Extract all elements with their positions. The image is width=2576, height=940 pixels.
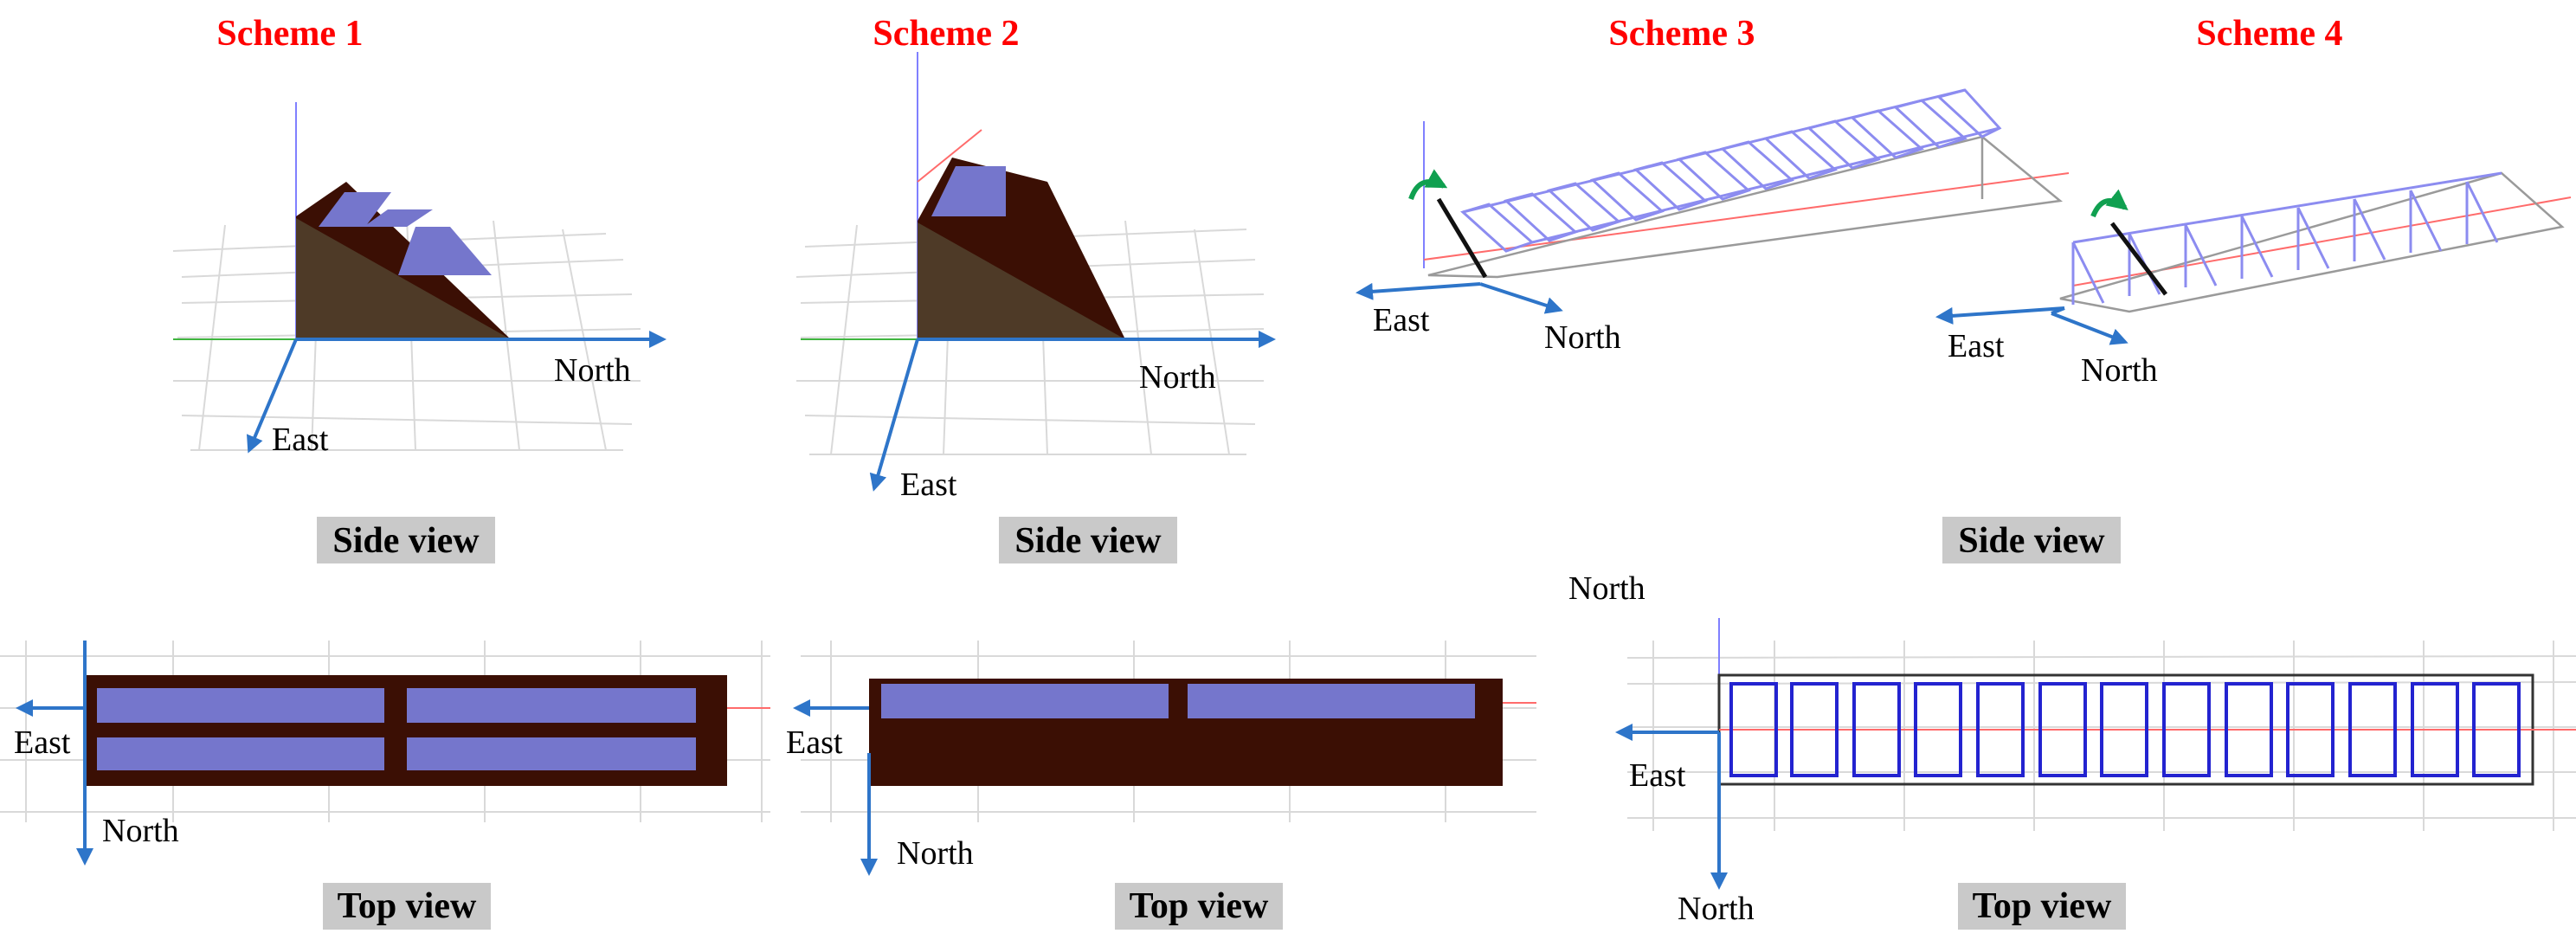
top-view-label-1-text: Top view [338, 886, 477, 926]
scheme-2-east-label: East [900, 467, 957, 503]
top-view-label-1-bg [323, 883, 491, 930]
scheme-1-panel-2 [364, 209, 433, 227]
scheme-3-side-view: East North [1356, 88, 2070, 356]
scheme-1-top-panel-3 [97, 737, 384, 770]
side-view-label-1: Side view [317, 517, 495, 563]
scheme-4-north-label: North [2081, 352, 2158, 389]
scheme-2-north-label: North [1139, 359, 1216, 396]
scheme-3-frame [1427, 135, 2064, 279]
scheme-1-top-panel-1 [97, 688, 384, 723]
scheme-3-4-top-east-label: East [1629, 757, 1686, 794]
scheme-3-4-top-view: North East North [1568, 570, 2576, 927]
scheme-4-title: Scheme 4 [2196, 14, 2342, 54]
scheme-3-4-top-modules [1729, 682, 2521, 777]
scheme-3-rotation-post [1436, 197, 1488, 279]
side-view-label-3: Side view [1942, 517, 2121, 563]
scheme-2-top-east-label: East [786, 724, 843, 761]
side-view-label-2-bg [999, 517, 1177, 563]
scheme-1-panel-1 [319, 192, 391, 227]
scheme-4-panel-row [2071, 171, 2502, 305]
scheme-4-north-arrow [2051, 312, 2128, 345]
scheme-3-red-axis [1423, 172, 2070, 261]
scheme-2-top-view: East North [786, 641, 1536, 876]
side-view-label-1-bg [317, 517, 495, 563]
scheme-3-4-top-north-label: North [1678, 891, 1755, 927]
scheme-2-top-north-label: North [897, 835, 974, 872]
scheme-2-title: Scheme 2 [873, 14, 1019, 54]
top-view-label-3: Top view [1958, 883, 2126, 930]
top-view-label-3-text: Top view [1973, 886, 2112, 926]
scheme-2-structure-side [918, 222, 1125, 339]
scheme-4-rotation-icon [2090, 189, 2128, 218]
scheme-3-rotation-icon [1408, 169, 1448, 201]
scheme-4-rotation-post [2110, 222, 2167, 296]
scheme-1-title: Scheme 1 [216, 14, 363, 54]
scheme-1-top-panel-4 [407, 737, 696, 770]
scheme-1-east-label: East [272, 422, 329, 458]
scheme-2-east-arrow [869, 338, 919, 492]
scheme-2-top-panel-2 [1188, 684, 1475, 718]
scheme-1-east-arrow [247, 338, 298, 454]
top-view-label-2-text: Top view [1130, 886, 1269, 926]
top-view-label-2-bg [1115, 883, 1283, 930]
side-view-label-1-text: Side view [332, 521, 480, 561]
scheme-4-frame [2059, 171, 2565, 313]
scheme-3-east-arrow [1356, 282, 1481, 300]
side-view-label-2: Side view [999, 517, 1177, 563]
top-view-label-1: Top view [323, 883, 491, 930]
top-view-label-2: Top view [1115, 883, 1283, 930]
scheme-3-title: Scheme 3 [1608, 14, 1755, 54]
scheme-1-top-view: East North [0, 641, 770, 866]
scheme-1-top-panel-2 [407, 688, 696, 723]
scheme-2-red-axis [917, 129, 982, 183]
scheme-4-side-view: East North [1935, 171, 2572, 389]
scheme-1-top-east-label: East [14, 724, 71, 761]
scheme-2-side-view: North East [795, 52, 1276, 503]
scheme-4-east-label: East [1948, 328, 2005, 364]
scheme-1-north-label: North [554, 352, 631, 389]
scheme-3-4-top-north-caption: North [1568, 570, 1645, 607]
side-view-label-3-bg [1942, 517, 2121, 563]
scheme-3-north-label: North [1544, 319, 1621, 356]
scheme-2-top-panel-1 [881, 684, 1169, 718]
scheme-1-top-north-label: North [102, 813, 179, 849]
scheme-1-side-view: North East [172, 102, 667, 458]
scheme-1-structure-side [296, 218, 511, 339]
side-view-label-3-text: Side view [1958, 521, 2105, 561]
scheme-1-panel-3 [398, 227, 492, 275]
scheme-2-panel [931, 166, 1006, 216]
scheme-3-tilted-panels [1460, 88, 2002, 253]
top-view-label-3-bg [1958, 883, 2126, 930]
scheme-3-north-arrow [1479, 282, 1563, 314]
side-view-label-2-text: Side view [1014, 521, 1162, 561]
scheme-4-east-arrow [1935, 306, 2065, 325]
scheme-3-east-label: East [1373, 302, 1430, 338]
